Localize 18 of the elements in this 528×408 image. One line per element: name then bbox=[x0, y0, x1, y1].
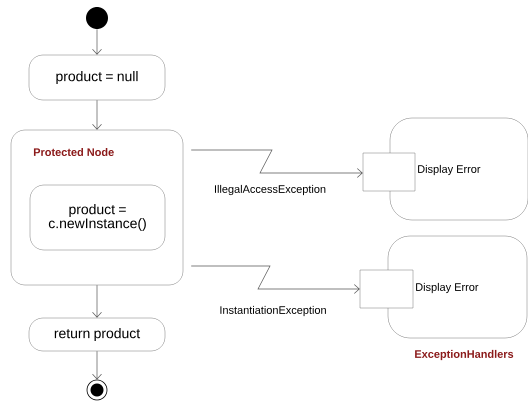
arrow bbox=[92, 350, 102, 380]
action-box: product = c.newInstance() bbox=[30, 184, 166, 250]
action-box: product = null bbox=[28, 54, 166, 100]
arrow bbox=[92, 100, 102, 130]
exception-arrow bbox=[190, 266, 360, 294]
pin-box bbox=[360, 270, 414, 308]
handler-box: Display Error bbox=[388, 236, 528, 338]
edge-label: IllegalAccessException bbox=[212, 184, 328, 196]
handler-box: Display Error bbox=[390, 118, 528, 220]
exception-arrow bbox=[190, 150, 363, 178]
arrow bbox=[92, 28, 102, 55]
pin-box bbox=[362, 152, 416, 192]
action-box: return product bbox=[28, 318, 166, 352]
final-node bbox=[86, 380, 108, 400]
initial-node bbox=[86, 7, 108, 29]
group-label: ExceptionHandlers bbox=[415, 350, 514, 360]
arrow bbox=[92, 284, 102, 318]
edge-label: InstantiationException bbox=[218, 304, 328, 318]
